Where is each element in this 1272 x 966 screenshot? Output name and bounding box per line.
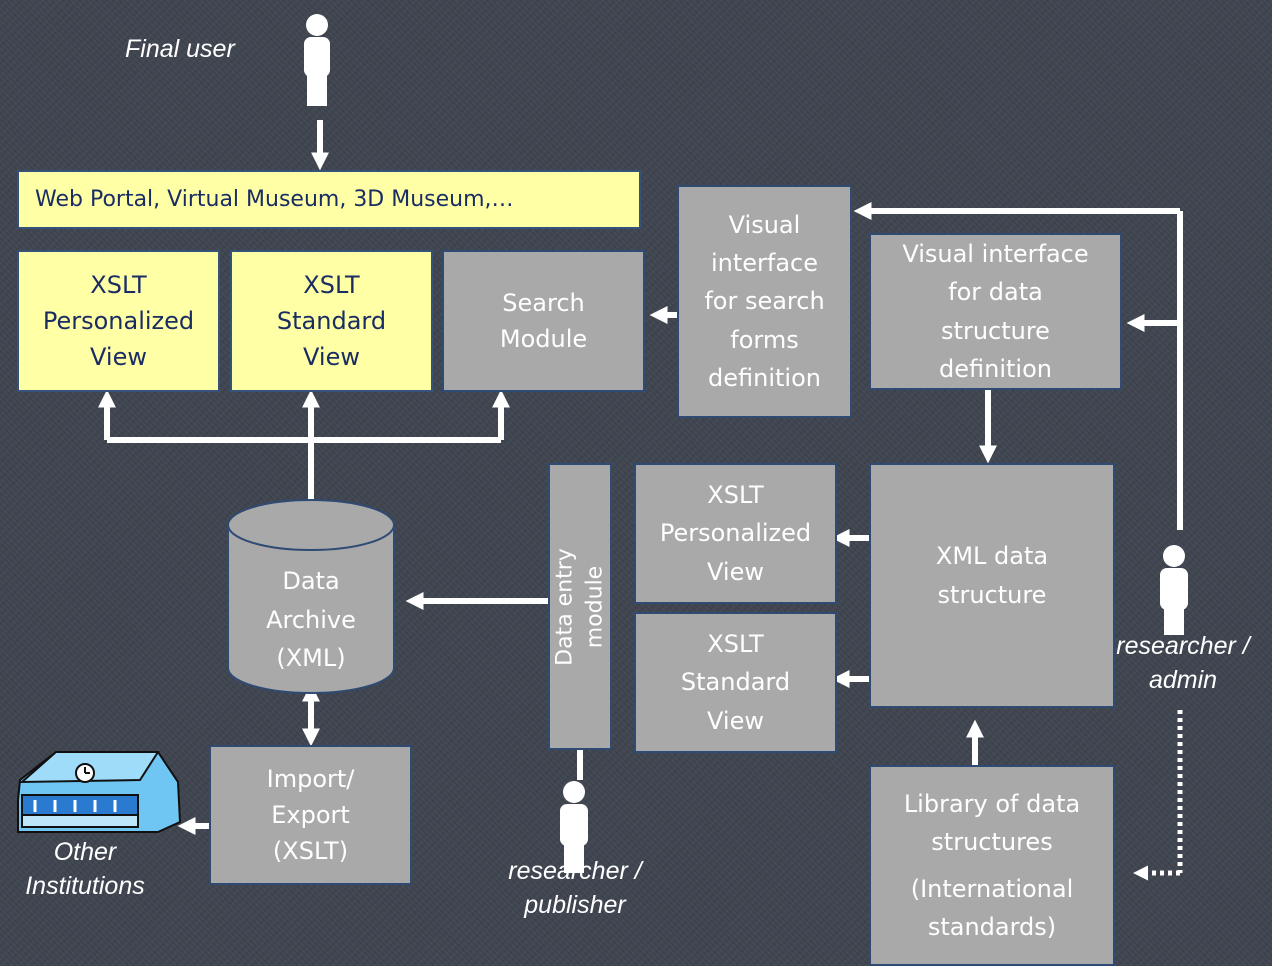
data-entry-module-text: Data entry module — [548, 463, 612, 750]
xslt-standard-view-top: XSLT Standard View — [230, 250, 433, 392]
final-user-icon — [304, 14, 330, 106]
researcher-publisher-icon — [560, 781, 588, 873]
data-archive-text: Data Archive (XML) — [228, 560, 394, 680]
researcher-admin-icon — [1160, 545, 1188, 635]
final-user-label: Final user — [125, 35, 235, 63]
web-portal-box: Web Portal, Virtual Museum, 3D Museum,… — [17, 170, 641, 229]
xslt-personalized-view-mid: XSLT Personalized View — [634, 463, 837, 604]
visual-search-interface-box: Visual interface for search forms defini… — [677, 185, 852, 418]
search-module-label: Search Module — [499, 289, 588, 353]
xslt-standard-view-top-label: XSLT Standard View — [276, 271, 387, 371]
data-archive-cylinder — [227, 499, 395, 694]
import-export-label: Import/ Export (XSLT) — [266, 765, 355, 865]
other-institutions-label: Other Institutions — [25, 838, 145, 900]
web-portal-label: Web Portal, Virtual Museum, 3D Museum,… — [35, 187, 514, 212]
xslt-personalized-view-mid-label: XSLT Personalized View — [659, 480, 812, 586]
xslt-personalized-view-top: XSLT Personalized View — [17, 250, 220, 392]
search-module-box: Search Module — [442, 250, 645, 392]
library-standards-label: (International standards) — [910, 874, 1074, 941]
xslt-standard-view-mid-label: XSLT Standard View — [680, 629, 791, 735]
data-entry-module-box — [548, 463, 612, 750]
data-entry-module-label: Data entry module — [552, 547, 607, 666]
visual-data-interface-label: Visual interface for data structure defi… — [902, 239, 1089, 383]
visual-search-interface-label: Visual interface for search forms defini… — [704, 210, 825, 393]
xml-data-structure-label: XML data structure — [935, 542, 1049, 609]
xslt-standard-view-mid: XSLT Standard View — [634, 612, 837, 753]
import-export-box: Import/ Export (XSLT) — [209, 745, 412, 885]
library-data-structures-box: Library of data structures (Internationa… — [869, 765, 1115, 966]
researcher-publisher-label: researcher / publisher — [508, 857, 642, 919]
building-icon — [17, 751, 182, 833]
data-archive-label: Data Archive (XML) — [266, 567, 356, 673]
xslt-personalized-view-top-label: XSLT Personalized View — [42, 271, 195, 371]
visual-data-interface-box: Visual interface for data structure defi… — [869, 233, 1122, 390]
researcher-admin-label: researcher / admin — [1116, 632, 1250, 694]
library-data-structures-label: Library of data structures — [903, 789, 1081, 857]
xml-data-structure-box: XML data structure — [869, 463, 1115, 708]
